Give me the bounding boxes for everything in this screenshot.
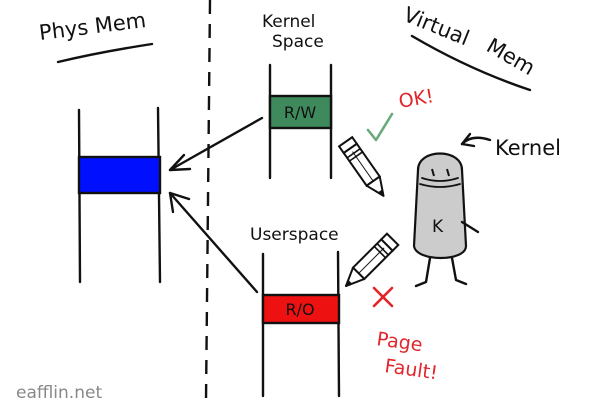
kernel-space-label-line1: Kernel <box>262 12 315 32</box>
stick-figure-icon: K <box>412 152 480 288</box>
mapping-arrows <box>168 116 264 294</box>
phys-mem-title: Phys Mem <box>38 8 148 45</box>
figure-leg-left <box>414 256 432 288</box>
kernel-mapping-arrowhead <box>168 153 192 172</box>
userspace-label: Userspace <box>250 225 339 245</box>
phys-mem-heading: Phys Mem <box>38 8 154 64</box>
cross-icon <box>372 286 394 308</box>
kernel-mapping-arrow <box>168 116 264 172</box>
pencil-icon <box>344 232 400 288</box>
ok-annotation: OK! <box>366 85 435 142</box>
figure-body <box>412 152 468 260</box>
virtual-mem-heading: Virtual Mem <box>400 2 540 92</box>
kernel-space-label-line2: Space <box>272 32 324 52</box>
user-mapping-arrowhead <box>168 191 191 214</box>
physical-page-block <box>77 155 162 195</box>
kernel-pointer-label: Kernel <box>495 136 561 160</box>
figure-mask-top <box>421 177 459 182</box>
page-fault-line1: Page <box>375 328 424 356</box>
virtual-mem-underline <box>410 34 532 92</box>
page-fault-annotation: Page Fault! <box>372 286 439 384</box>
virtual-mem-title-line1: Virtual <box>400 2 473 50</box>
figure-letter: K <box>432 217 444 237</box>
pencil-icon <box>337 135 385 197</box>
ok-label: OK! <box>397 85 435 113</box>
phys-column-left-edge <box>77 108 82 284</box>
figure-mask <box>419 183 461 188</box>
page-fault-line2: Fault! <box>383 355 439 384</box>
userspace-ro-label: R/O <box>285 300 314 319</box>
figure-eye-right <box>446 168 450 177</box>
figure-eye-left <box>431 168 435 177</box>
kernel-pointer-arrowhead <box>460 132 476 148</box>
kernel-space-column: Kernel Space R/W <box>262 12 333 180</box>
kernel-pointer: Kernel <box>460 132 561 160</box>
physical-memory-column <box>77 106 162 284</box>
userspace-column: Userspace R/O <box>250 225 341 398</box>
userspace-ro-page <box>261 293 341 325</box>
phys-mem-underline <box>56 42 154 64</box>
kernel-rw-label: R/W <box>284 103 317 122</box>
check-icon <box>366 112 394 142</box>
divider-line <box>204 0 212 400</box>
figure-leg-right <box>450 256 468 286</box>
user-mapping-arrow <box>168 191 259 294</box>
footer-credit: eafflin.net <box>16 383 102 400</box>
phys-column-right-edge <box>156 106 162 284</box>
figure-arm-right <box>460 220 480 234</box>
virtual-mem-title-line2: Mem <box>483 34 540 81</box>
kernel-rw-page <box>268 94 333 130</box>
